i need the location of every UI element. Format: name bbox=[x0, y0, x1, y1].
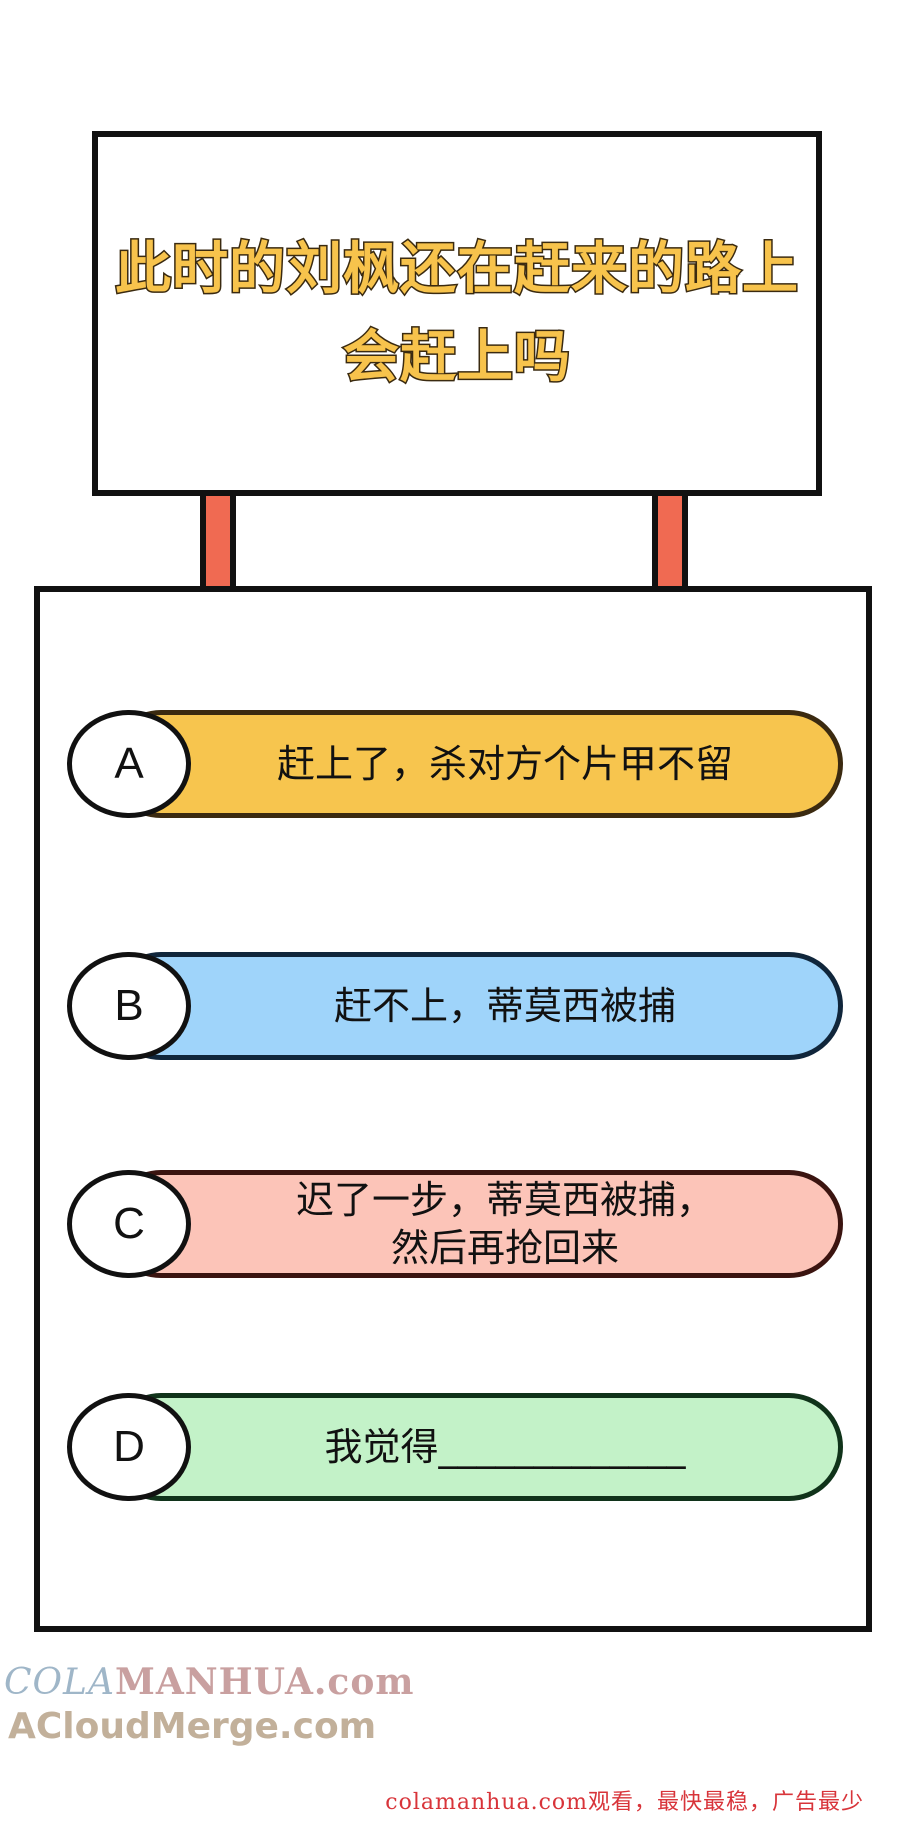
option-d[interactable]: 我觉得_____________ D bbox=[67, 1393, 843, 1501]
option-a-pill[interactable]: 赶上了，杀对方个片甲不留 bbox=[107, 710, 843, 818]
option-a[interactable]: 赶上了，杀对方个片甲不留 A bbox=[67, 710, 843, 818]
option-b-badge[interactable]: B bbox=[67, 952, 191, 1060]
option-a-badge[interactable]: A bbox=[67, 710, 191, 818]
option-a-text: 赶上了，杀对方个片甲不留 bbox=[276, 742, 733, 786]
watermark-site-2: ACloudMerge.com bbox=[8, 1706, 377, 1747]
option-b-text: 赶不上，蒂莫西被捕 bbox=[333, 984, 676, 1028]
question-line-2: 会赶上吗 bbox=[342, 323, 572, 391]
watermark-site-suffix: MANHUA.com bbox=[114, 1661, 415, 1703]
option-c-badge[interactable]: C bbox=[67, 1170, 191, 1278]
question-sign: 此时的刘枫还在赶来的路上 会赶上吗 bbox=[92, 131, 822, 496]
watermark-footer: colamanhua.com观看，最快最稳，广告最少 bbox=[385, 1790, 864, 1815]
option-d-pill[interactable]: 我觉得_____________ bbox=[107, 1393, 843, 1501]
option-c[interactable]: 迟了一步，蒂莫西被捕， 然后再抢回来 C bbox=[67, 1170, 843, 1278]
option-c-text: 迟了一步，蒂莫西被捕， 然后再抢回来 bbox=[295, 1178, 714, 1270]
sign-post-right bbox=[652, 496, 688, 588]
option-c-pill[interactable]: 迟了一步，蒂莫西被捕， 然后再抢回来 bbox=[107, 1170, 843, 1278]
sign-post-left bbox=[200, 496, 236, 588]
option-d-text: 我觉得_____________ bbox=[324, 1425, 686, 1469]
option-b[interactable]: 赶不上，蒂莫西被捕 B bbox=[67, 952, 843, 1060]
watermark-site-prefix: COLA bbox=[4, 1662, 115, 1703]
option-d-badge[interactable]: D bbox=[67, 1393, 191, 1501]
question-line-1: 此时的刘枫还在赶来的路上 bbox=[114, 235, 800, 303]
watermark-site: COLAMANHUA.com bbox=[4, 1660, 414, 1705]
option-b-pill[interactable]: 赶不上，蒂莫西被捕 bbox=[107, 952, 843, 1060]
